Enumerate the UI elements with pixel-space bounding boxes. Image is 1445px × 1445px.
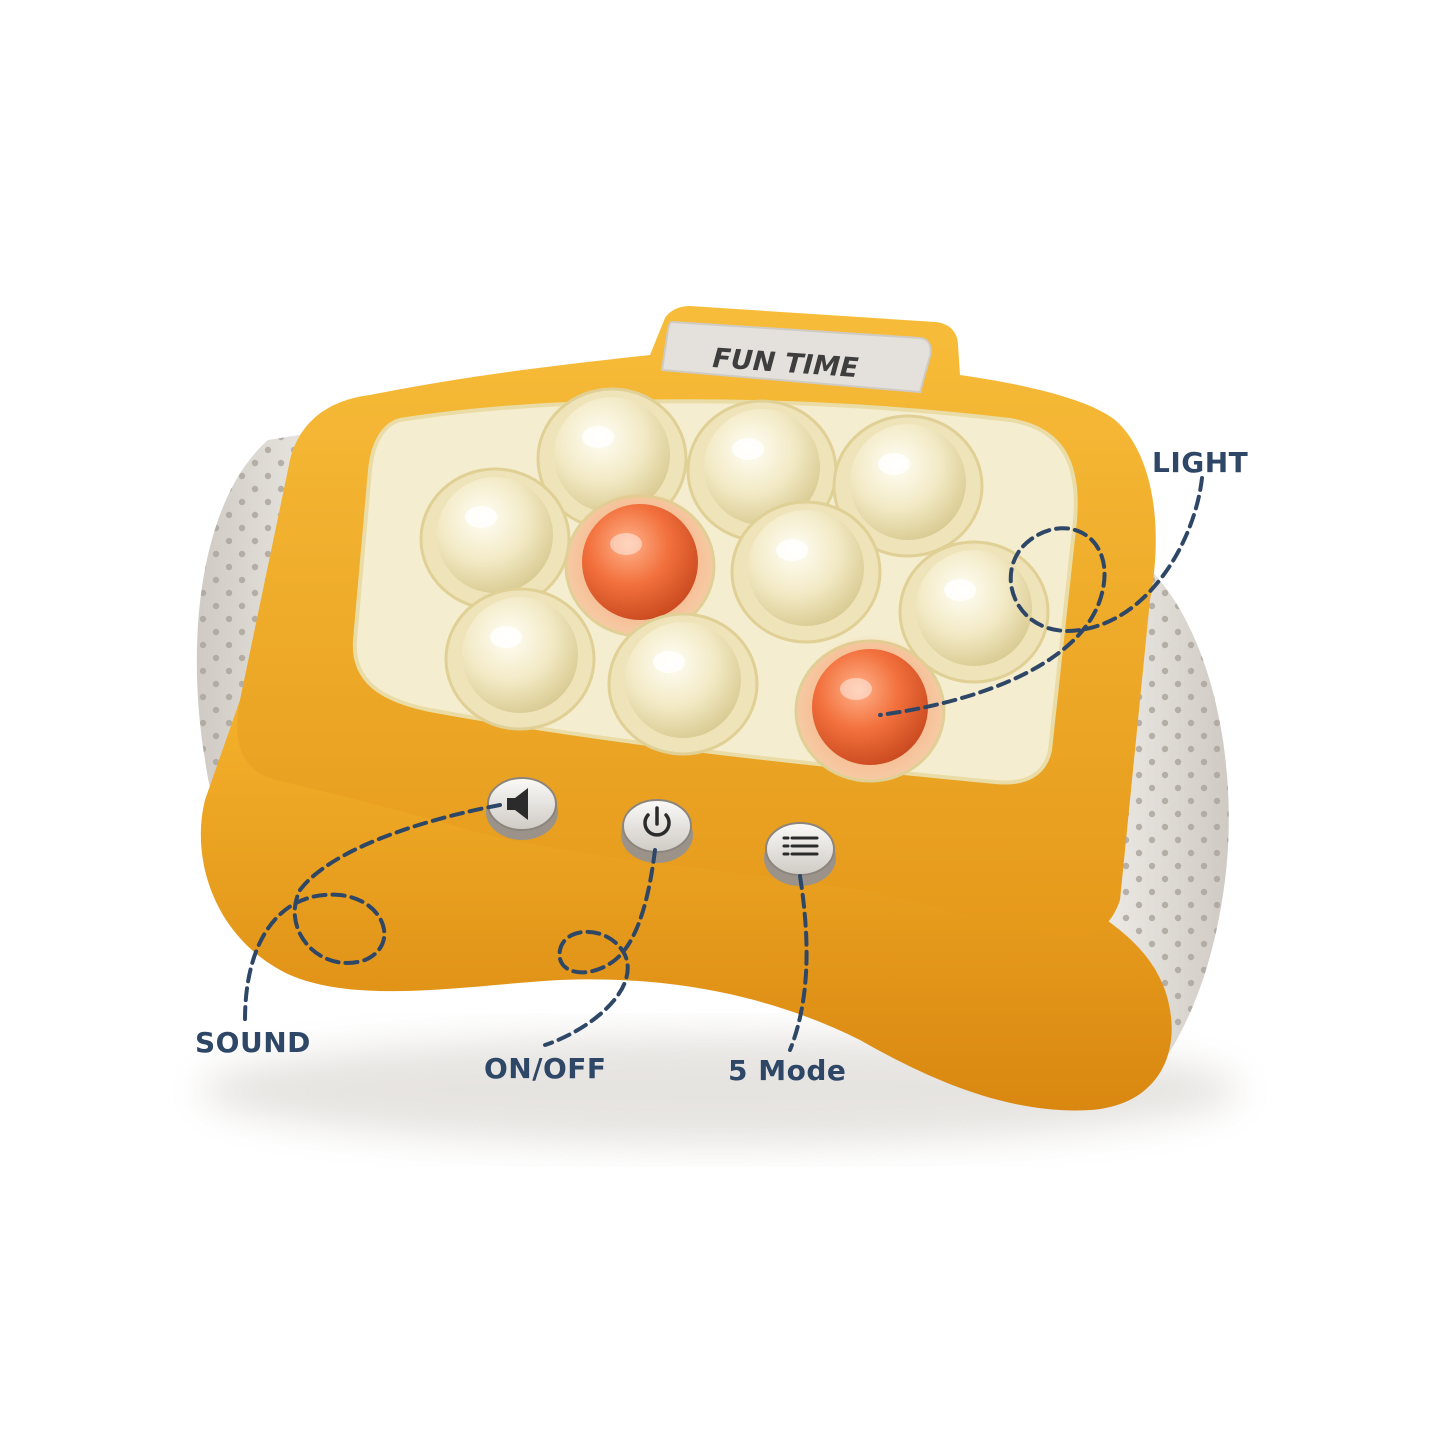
bubble[interactable] [607,612,759,756]
on-off-label: ON/OFF [484,1052,607,1085]
mode-label: 5 Mode [728,1054,847,1087]
sound-label: SOUND [195,1026,311,1059]
bubble[interactable] [444,587,596,731]
bubble[interactable] [730,500,882,644]
onoff-callout-line [543,848,657,1047]
lit-bubble[interactable] [564,490,716,638]
bubble[interactable] [419,467,571,611]
light-label: LIGHT [1152,446,1249,479]
sound-callout-line [243,803,502,1022]
menu-lines-icon [782,836,819,856]
speaker-icon [507,788,528,820]
power-button[interactable] [621,799,693,863]
bubble[interactable] [832,414,984,558]
power-icon [643,806,671,837]
mode-button[interactable] [764,822,836,886]
lit-bubble[interactable] [794,635,946,783]
bubble-grid [419,387,1050,783]
mode-callout-line [788,874,809,1052]
sound-button[interactable] [486,777,558,840]
display-plate [660,320,932,394]
light-callout-line [878,476,1204,717]
